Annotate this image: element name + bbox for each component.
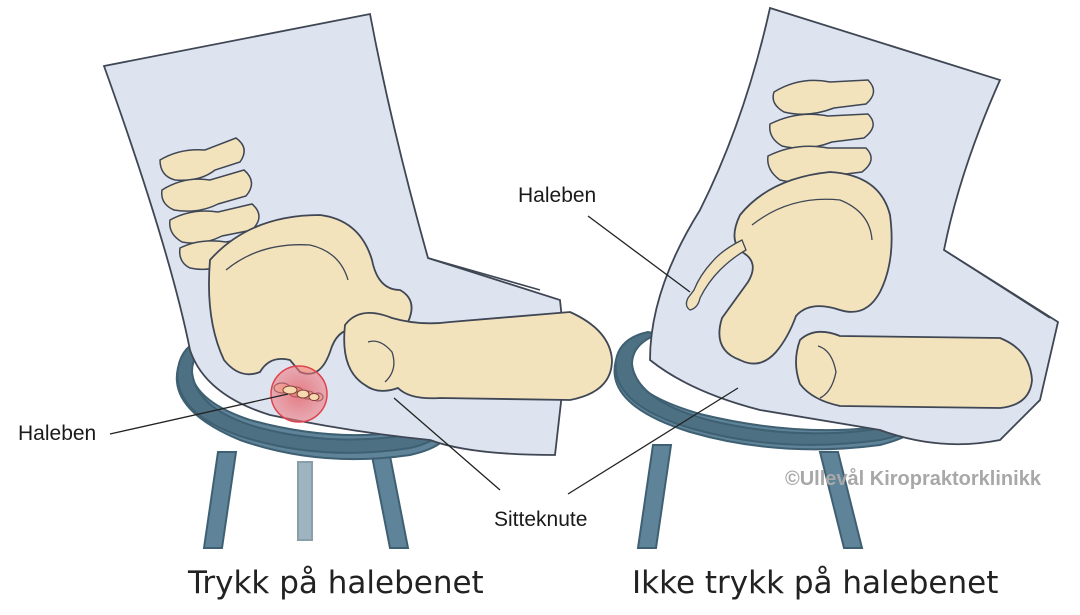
right-caption: Ikke trykk på halebenet (632, 565, 998, 601)
left-caption: Trykk på halebenet (188, 565, 484, 601)
left-scene (104, 14, 612, 548)
sitteknute-label: Sitteknute (494, 508, 587, 532)
right-haleben-label: Haleben (518, 184, 596, 208)
left-femur (344, 312, 612, 400)
right-spine (768, 80, 874, 182)
copyright-notice: ©Ullevål Kiropraktorklinikk (785, 468, 1041, 491)
right-femur (796, 332, 1032, 408)
right-scene (568, 8, 1058, 548)
left-haleben-label: Haleben (18, 422, 96, 446)
right-haleben-leader (588, 216, 690, 292)
